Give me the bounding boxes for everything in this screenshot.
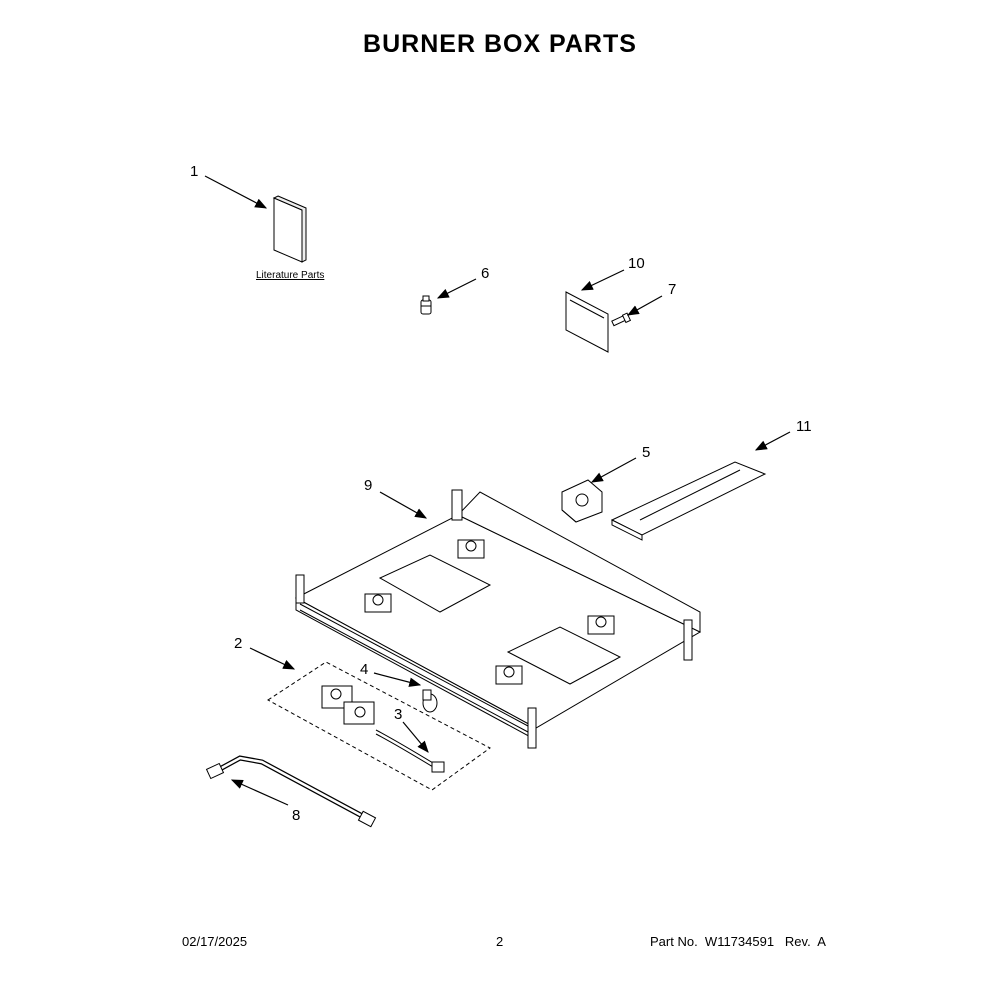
part-10-bracket-plate bbox=[565, 291, 609, 353]
callout-9: 9 bbox=[364, 477, 372, 494]
footer-part-number: Part No. W11734591 Rev. A bbox=[650, 934, 826, 949]
leader-arrow-11 bbox=[754, 431, 791, 451]
part-3-wire-harness bbox=[375, 729, 445, 773]
part-7-screw bbox=[611, 312, 632, 327]
leader-arrow-5 bbox=[590, 457, 637, 483]
footer-date: 02/17/2025 bbox=[182, 934, 248, 949]
revision-label: Rev. bbox=[784, 934, 811, 949]
tray-burner-valve-2 bbox=[457, 539, 485, 559]
callout-7: 7 bbox=[668, 281, 676, 298]
leader-arrow-1 bbox=[204, 175, 268, 209]
part-4-orifice bbox=[422, 689, 438, 713]
part-5-ignition-module bbox=[561, 479, 603, 523]
leader-arrow-4 bbox=[373, 672, 422, 687]
part-6-fitting bbox=[420, 295, 432, 315]
callout-10: 10 bbox=[628, 255, 645, 272]
leader-arrow-7 bbox=[626, 295, 663, 316]
part-11-long-panel bbox=[610, 461, 767, 541]
part-number-prefix: Part No. bbox=[650, 934, 698, 949]
part-number-value: W11734591 bbox=[704, 934, 775, 949]
leader-arrow-8 bbox=[230, 779, 289, 806]
tray-burner-valve-1 bbox=[364, 593, 392, 613]
callout-6: 6 bbox=[481, 265, 489, 282]
callout-4: 4 bbox=[360, 661, 368, 678]
callout-3: 3 bbox=[394, 706, 402, 723]
callout-5: 5 bbox=[642, 444, 650, 461]
tray-burner-valve-4 bbox=[587, 615, 615, 635]
leader-arrow-6 bbox=[436, 278, 477, 299]
part-8-gas-tube bbox=[205, 755, 377, 828]
leader-arrow-2 bbox=[249, 647, 296, 670]
leader-arrow-9 bbox=[379, 491, 428, 519]
revision-value: A bbox=[817, 934, 826, 949]
part-2-valve-assembly bbox=[267, 661, 491, 791]
literature-parts-label: Literature Parts bbox=[256, 270, 324, 281]
callout-11: 11 bbox=[796, 418, 812, 435]
footer-page-number: 2 bbox=[496, 934, 504, 949]
leader-arrow-3 bbox=[402, 721, 429, 753]
leader-arrow-10 bbox=[580, 269, 625, 291]
callout-1: 1 bbox=[190, 163, 198, 180]
callout-2: 2 bbox=[234, 635, 242, 652]
callout-8: 8 bbox=[292, 807, 300, 824]
page-title: BURNER BOX PARTS bbox=[363, 30, 637, 58]
tray-burner-valve-3 bbox=[495, 665, 523, 685]
part-9-burner-box-tray bbox=[294, 489, 702, 749]
part-literature-booklet bbox=[272, 195, 307, 263]
